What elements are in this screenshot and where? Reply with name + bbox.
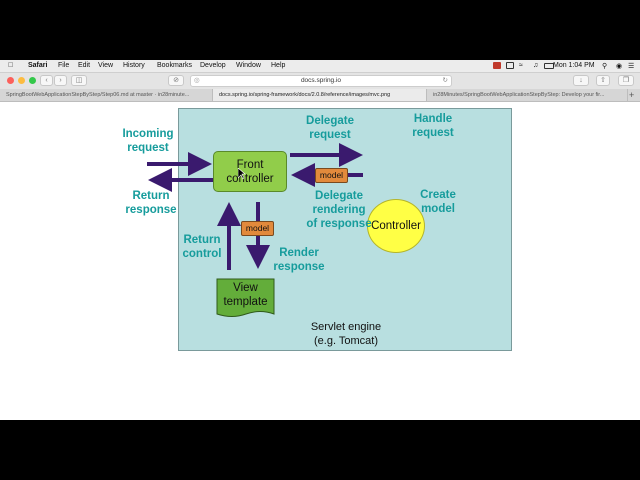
privacy-report-icon[interactable]: ⊘ — [168, 75, 184, 86]
model-badge-bottom: model — [241, 221, 274, 236]
return-control-label: Return control — [176, 233, 228, 261]
incoming-request-label: Incoming request — [118, 127, 178, 155]
tab-step06[interactable]: SpringBootWebApplicationStepByStep/Step0… — [0, 89, 213, 101]
address-bar-url: docs.spring.io — [300, 77, 342, 84]
new-tab-button[interactable]: + — [629, 90, 635, 100]
servlet-engine-label: Servlet engine (e.g. Tomcat) — [300, 320, 392, 348]
servlet-engine-line2: (e.g. Tomcat) — [314, 335, 378, 347]
delegate-request-line2: request — [309, 129, 351, 141]
downloads-button[interactable]: ↓ — [573, 75, 589, 86]
menu-bookmarks[interactable]: Bookmarks — [157, 62, 193, 69]
create-model-line1: Create — [420, 189, 456, 201]
view-template-line2: template — [223, 296, 268, 308]
return-control-line2: control — [182, 248, 222, 260]
minimize-window-button[interactable] — [18, 77, 25, 84]
view-template-label: View template — [217, 281, 274, 309]
sidebar-toggle-button[interactable]: ◫ — [71, 75, 87, 86]
menu-bar:  Safari File Edit View History Bookmark… — [0, 60, 640, 73]
delegate-request-line1: Delegate — [306, 115, 354, 127]
spotlight-icon[interactable]: ⚲ — [602, 63, 608, 70]
menu-view[interactable]: View — [98, 62, 114, 69]
back-button[interactable]: ‹ — [40, 75, 53, 86]
controller-circle: Controller — [367, 199, 425, 253]
delegate-rendering-label: Delegate rendering of response — [300, 189, 378, 231]
return-response-line1: Return — [132, 190, 170, 202]
handle-request-line1: Handle — [413, 113, 453, 125]
volume-icon[interactable]: ♫ — [533, 62, 539, 69]
return-control-line1: Return — [183, 234, 221, 246]
front-controller-line2: controller — [226, 173, 274, 185]
battery-icon[interactable] — [544, 63, 554, 69]
menu-develop[interactable]: Develop — [200, 62, 226, 69]
tab-github-repo[interactable]: in28Minutes/SpringBootWebApplicationStep… — [427, 89, 628, 101]
screen-icon[interactable] — [506, 62, 514, 69]
tab-mvc-image[interactable]: docs.spring.io/spring-framework/docs/2.0… — [213, 89, 427, 101]
render-response-line2: response — [273, 261, 325, 273]
close-window-button[interactable] — [7, 77, 14, 84]
create-model-line2: model — [421, 203, 455, 215]
front-controller-box: Front controller — [213, 151, 287, 192]
menu-edit[interactable]: Edit — [78, 62, 91, 69]
smart-search-icon: ◎ — [194, 77, 200, 84]
tab-bar: SpringBootWebApplicationStepByStep/Step0… — [0, 89, 640, 102]
menu-help[interactable]: Help — [271, 62, 286, 69]
address-bar[interactable]: ◎ docs.spring.io ↻ — [190, 75, 452, 87]
delegate-rendering-line1: Delegate — [315, 190, 363, 202]
handle-request-line2: request — [412, 127, 454, 139]
status-app-icon[interactable] — [493, 62, 501, 69]
view-template-line1: View — [233, 282, 258, 294]
forward-button[interactable]: › — [54, 75, 67, 86]
delegate-rendering-line3: of response — [306, 218, 372, 230]
menu-file[interactable]: File — [58, 62, 70, 69]
delegate-request-label: Delegate request — [298, 114, 362, 142]
handle-request-label: Handle request — [403, 112, 463, 140]
menu-window[interactable]: Window — [236, 62, 261, 69]
wifi-icon[interactable]: ≈ — [519, 62, 523, 69]
apple-icon[interactable]:  — [8, 62, 13, 69]
browser-toolbar: ‹ › ◫ ⊘ ◎ docs.spring.io ↻ ↓ ⇧ ❐ — [0, 73, 640, 89]
notification-center-icon[interactable]: ☰ — [628, 63, 635, 70]
render-response-line1: Render — [279, 247, 319, 259]
reload-icon[interactable]: ↻ — [442, 77, 448, 84]
incoming-request-line1: Incoming — [122, 128, 174, 140]
menu-app-name[interactable]: Safari — [28, 62, 48, 69]
servlet-engine-line1: Servlet engine — [310, 321, 382, 333]
menu-clock[interactable]: Mon 1:04 PM — [553, 62, 595, 69]
return-response-line2: response — [125, 204, 177, 216]
view-template-shape — [216, 278, 275, 317]
menu-history[interactable]: History — [123, 62, 145, 69]
tab-overview-button[interactable]: ❐ — [618, 75, 634, 86]
zoom-window-button[interactable] — [29, 77, 36, 84]
delegate-rendering-line2: rendering — [312, 204, 366, 216]
siri-icon[interactable]: ◉ — [616, 63, 623, 70]
incoming-request-line2: request — [127, 142, 169, 154]
return-response-label: Return response — [120, 189, 182, 217]
share-button[interactable]: ⇧ — [596, 75, 610, 86]
create-model-label: Create model — [410, 188, 466, 216]
front-controller-line1: Front — [236, 159, 264, 171]
mouse-cursor — [238, 168, 246, 180]
browser-screen:  Safari File Edit View History Bookmark… — [0, 60, 640, 420]
render-response-label: Render response — [268, 246, 330, 274]
model-badge-top: model — [315, 168, 348, 183]
